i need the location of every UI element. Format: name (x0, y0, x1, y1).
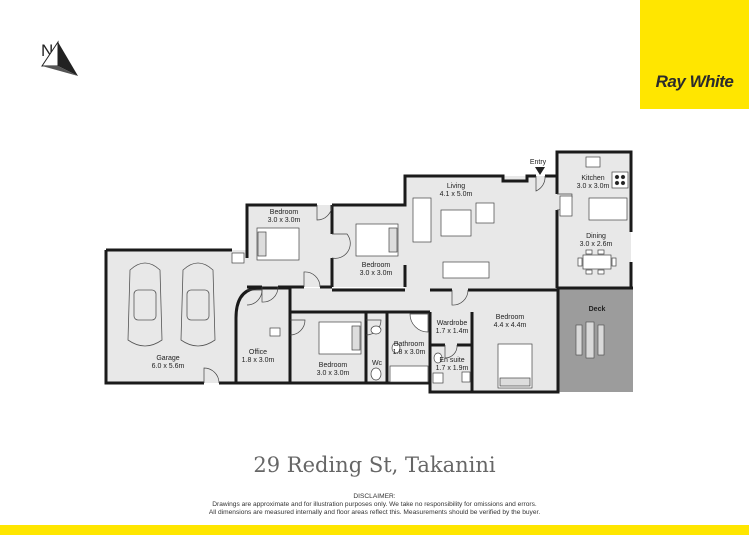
door-swings (203, 175, 573, 384)
car-icon (127, 262, 216, 347)
walls (104, 150, 633, 394)
bedroom2-size: 3.0 x 3.0m (360, 270, 393, 277)
garage-size: 6.0 x 5.6m (152, 363, 185, 370)
entry-label: Entry (530, 159, 547, 166)
ensuite-size: 1.7 x 1.9m (436, 365, 469, 372)
north-arrow-icon: N (41, 40, 78, 76)
dining-size: 3.0 x 2.6m (580, 241, 613, 248)
office-size: 1.8 x 3.0m (242, 357, 275, 364)
wardrobe-label: Wardrobe (437, 320, 468, 327)
disclaimer-line1: Drawings are approximate and for illustr… (212, 501, 537, 508)
bedroom1-label: Bedroom (270, 209, 299, 216)
kitchen-fixtures (559, 156, 629, 221)
kitchen-size: 3.0 x 3.0m (577, 183, 610, 190)
deck-label: Deck (589, 306, 606, 313)
bed-icon (256, 223, 533, 389)
living-size: 4.1 x 5.0m (440, 191, 473, 198)
ensuite-label: En suite (439, 357, 464, 364)
bathroom-size: 1.8 x 3.0m (393, 349, 426, 356)
accent-bar (0, 525, 749, 535)
bedroom4-size: 4.4 x 4.4m (494, 322, 527, 329)
entry-arrow-icon (535, 167, 545, 175)
disclaimer-title: DISCLAIMER: (353, 493, 396, 500)
room-labels: Kitchen 3.0 x 3.0m Dining 3.0 x 2.6m Liv… (152, 159, 613, 377)
bathroom-fixtures (231, 252, 471, 384)
disclaimer: DISCLAIMER: Drawings are approximate and… (0, 493, 749, 517)
bedroom4-label: Bedroom (496, 314, 525, 321)
bathroom-label: Bathroom (394, 341, 425, 348)
dining-label: Dining (586, 233, 606, 240)
disclaimer-line2: All dimensions are measured internally a… (208, 509, 541, 516)
bedroom2-label: Bedroom (362, 262, 391, 269)
brand-name: Ray White (655, 72, 734, 91)
living-label: Living (447, 183, 465, 190)
bedroom3-size: 3.0 x 3.0m (317, 370, 350, 377)
garage-label: Garage (156, 355, 179, 362)
sofa-icon (412, 197, 495, 279)
kitchen-label: Kitchen (581, 175, 604, 182)
deck-bench (575, 321, 605, 359)
office-label: Office (249, 349, 267, 356)
bedroom1-size: 3.0 x 3.0m (268, 217, 301, 224)
deck-area (558, 288, 633, 392)
wc-label: Wc (372, 360, 383, 367)
dining-table-icon (577, 249, 617, 275)
bedroom3-label: Bedroom (319, 362, 348, 369)
property-address: 29 Reding St, Takanini (253, 453, 496, 477)
ray-white-logo: Ray White (640, 0, 749, 109)
wardrobe-size: 1.7 x 1.4m (436, 328, 469, 335)
